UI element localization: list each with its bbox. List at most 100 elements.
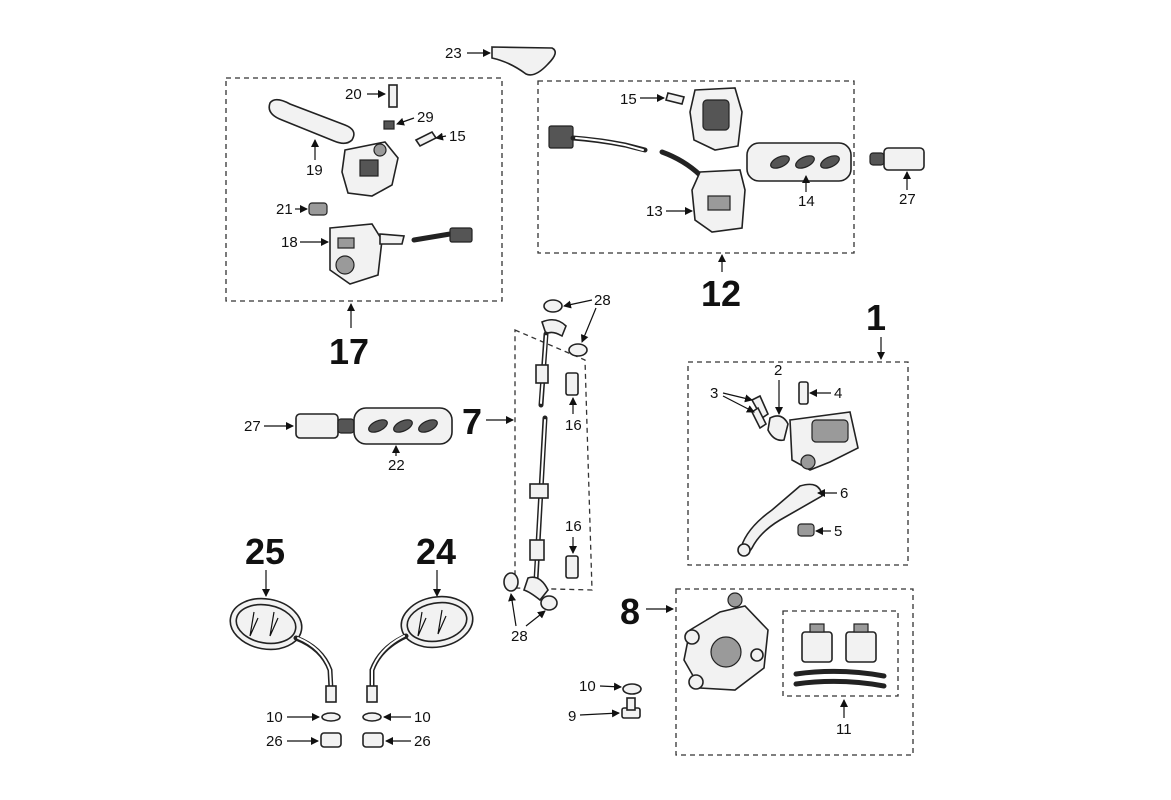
label-27-right: 27 [899,191,916,208]
label-6: 6 [840,485,848,502]
master-cylinder-reservoir [811,419,849,443]
washer-28-top-b [568,343,588,357]
label-15-right: 15 [620,91,637,108]
label-14: 14 [798,193,815,210]
brake-pad-a-tab [809,623,825,633]
label-7: 7 [462,401,482,442]
left-grip-group: 27 22 [244,407,453,474]
mirror-24-thread [366,685,378,703]
bar-end-weight-right [883,147,925,171]
label-4: 4 [834,385,842,402]
label-28-bottom: 28 [511,628,528,645]
leader-9 [579,709,620,718]
label-21: 21 [276,201,293,218]
label-11: 11 [836,721,852,738]
switch-button [337,237,355,249]
lever-tip [737,543,751,557]
leader-28-top-b [580,307,597,343]
label-20: 20 [345,86,362,103]
washer-28-bottom-b [540,595,558,611]
right-wire-2 [659,149,703,178]
assembly-12-group: 15 13 14 27 12 [537,80,925,314]
label-16-upper: 16 [565,417,582,434]
caliper-piston [710,636,742,668]
washer-28-top-a [543,299,563,313]
label-10-left: 10 [266,709,283,726]
banjo-fitting-bottom [522,576,549,602]
grip-groove-b [795,155,815,169]
label-10-right: 10 [414,709,431,726]
label-27-left: 27 [244,418,261,435]
washer-10-caliper [622,683,642,695]
label-8: 8 [620,591,640,632]
bar-end-weight-left [295,413,339,439]
label-17: 17 [329,331,369,372]
label-13: 13 [646,203,663,220]
hose-clamp [529,483,549,499]
mirror-25-thread [325,685,337,703]
leader-15-left [435,132,447,141]
leader-28-bottom-a [508,593,517,627]
switch-connector [449,227,473,243]
label-19: 19 [306,162,323,179]
bar-end-weight-right-shaft [869,152,885,166]
brake-pad-b [845,631,877,663]
mirror-24-stem-core [371,635,405,689]
label-22: 22 [388,457,405,474]
assembly-1-group: 1 2 3 4 6 5 [687,297,909,566]
label-26-right: 26 [414,733,431,750]
right-switch-upper-detail [702,99,730,131]
nut-26-right [362,732,384,748]
bar-end-weight-left-shaft [337,418,355,434]
label-23: 23 [445,45,462,62]
leader-3-a [722,392,753,403]
banjo-bolt-16-upper [565,372,579,396]
switch-wire [411,231,453,243]
housing-pivot [373,143,387,157]
label-2: 2 [774,362,782,379]
hose-fitting-lower [529,539,545,561]
label-12: 12 [701,273,741,314]
label-16-lower: 16 [565,518,582,535]
left-switch-housing [329,223,383,285]
nut-29 [383,120,395,130]
label-15-left: 15 [449,128,466,145]
mirror-25-glint-b [269,611,279,637]
label-1: 1 [866,297,886,338]
screw-15-right [665,92,685,105]
mirror-24-stem [369,633,409,693]
leader-3-b [722,395,755,413]
label-5: 5 [834,523,842,540]
part-23-trim [491,46,556,76]
caliper-mount-hole-bottom [688,674,704,690]
label-24: 24 [416,531,456,572]
nut-26-left [320,732,342,748]
assembly-17-box [225,77,503,302]
grip-groove-c [820,155,840,169]
left-brake-lever [268,98,355,145]
part-21 [308,202,328,216]
part-5 [797,523,815,537]
right-switch-button [707,195,731,211]
mirror-24-glint-a [417,611,427,637]
assembly-12-box [537,80,855,254]
left-grip-groove-c [418,419,438,433]
label-3: 3 [710,385,718,402]
label-9: 9 [568,708,576,725]
right-connector [548,125,574,149]
left-grip-groove-b [393,419,413,433]
pad-spring-b [793,678,887,689]
switch-tab [379,233,406,245]
right-wire-core [575,137,644,151]
mirror-25-stem-core [297,637,332,689]
label-29: 29 [417,109,434,126]
leader-28-bottom-b [525,610,546,627]
assembly-7-group: 28 7 16 16 28 [462,292,611,645]
caliper-bleed [727,592,743,608]
hose-fitting-upper [535,364,549,384]
assembly-11-box [782,610,899,697]
brake-pad-b-tab [853,623,869,633]
grip-groove-a [770,155,790,169]
leader-28-top-a [563,299,593,309]
